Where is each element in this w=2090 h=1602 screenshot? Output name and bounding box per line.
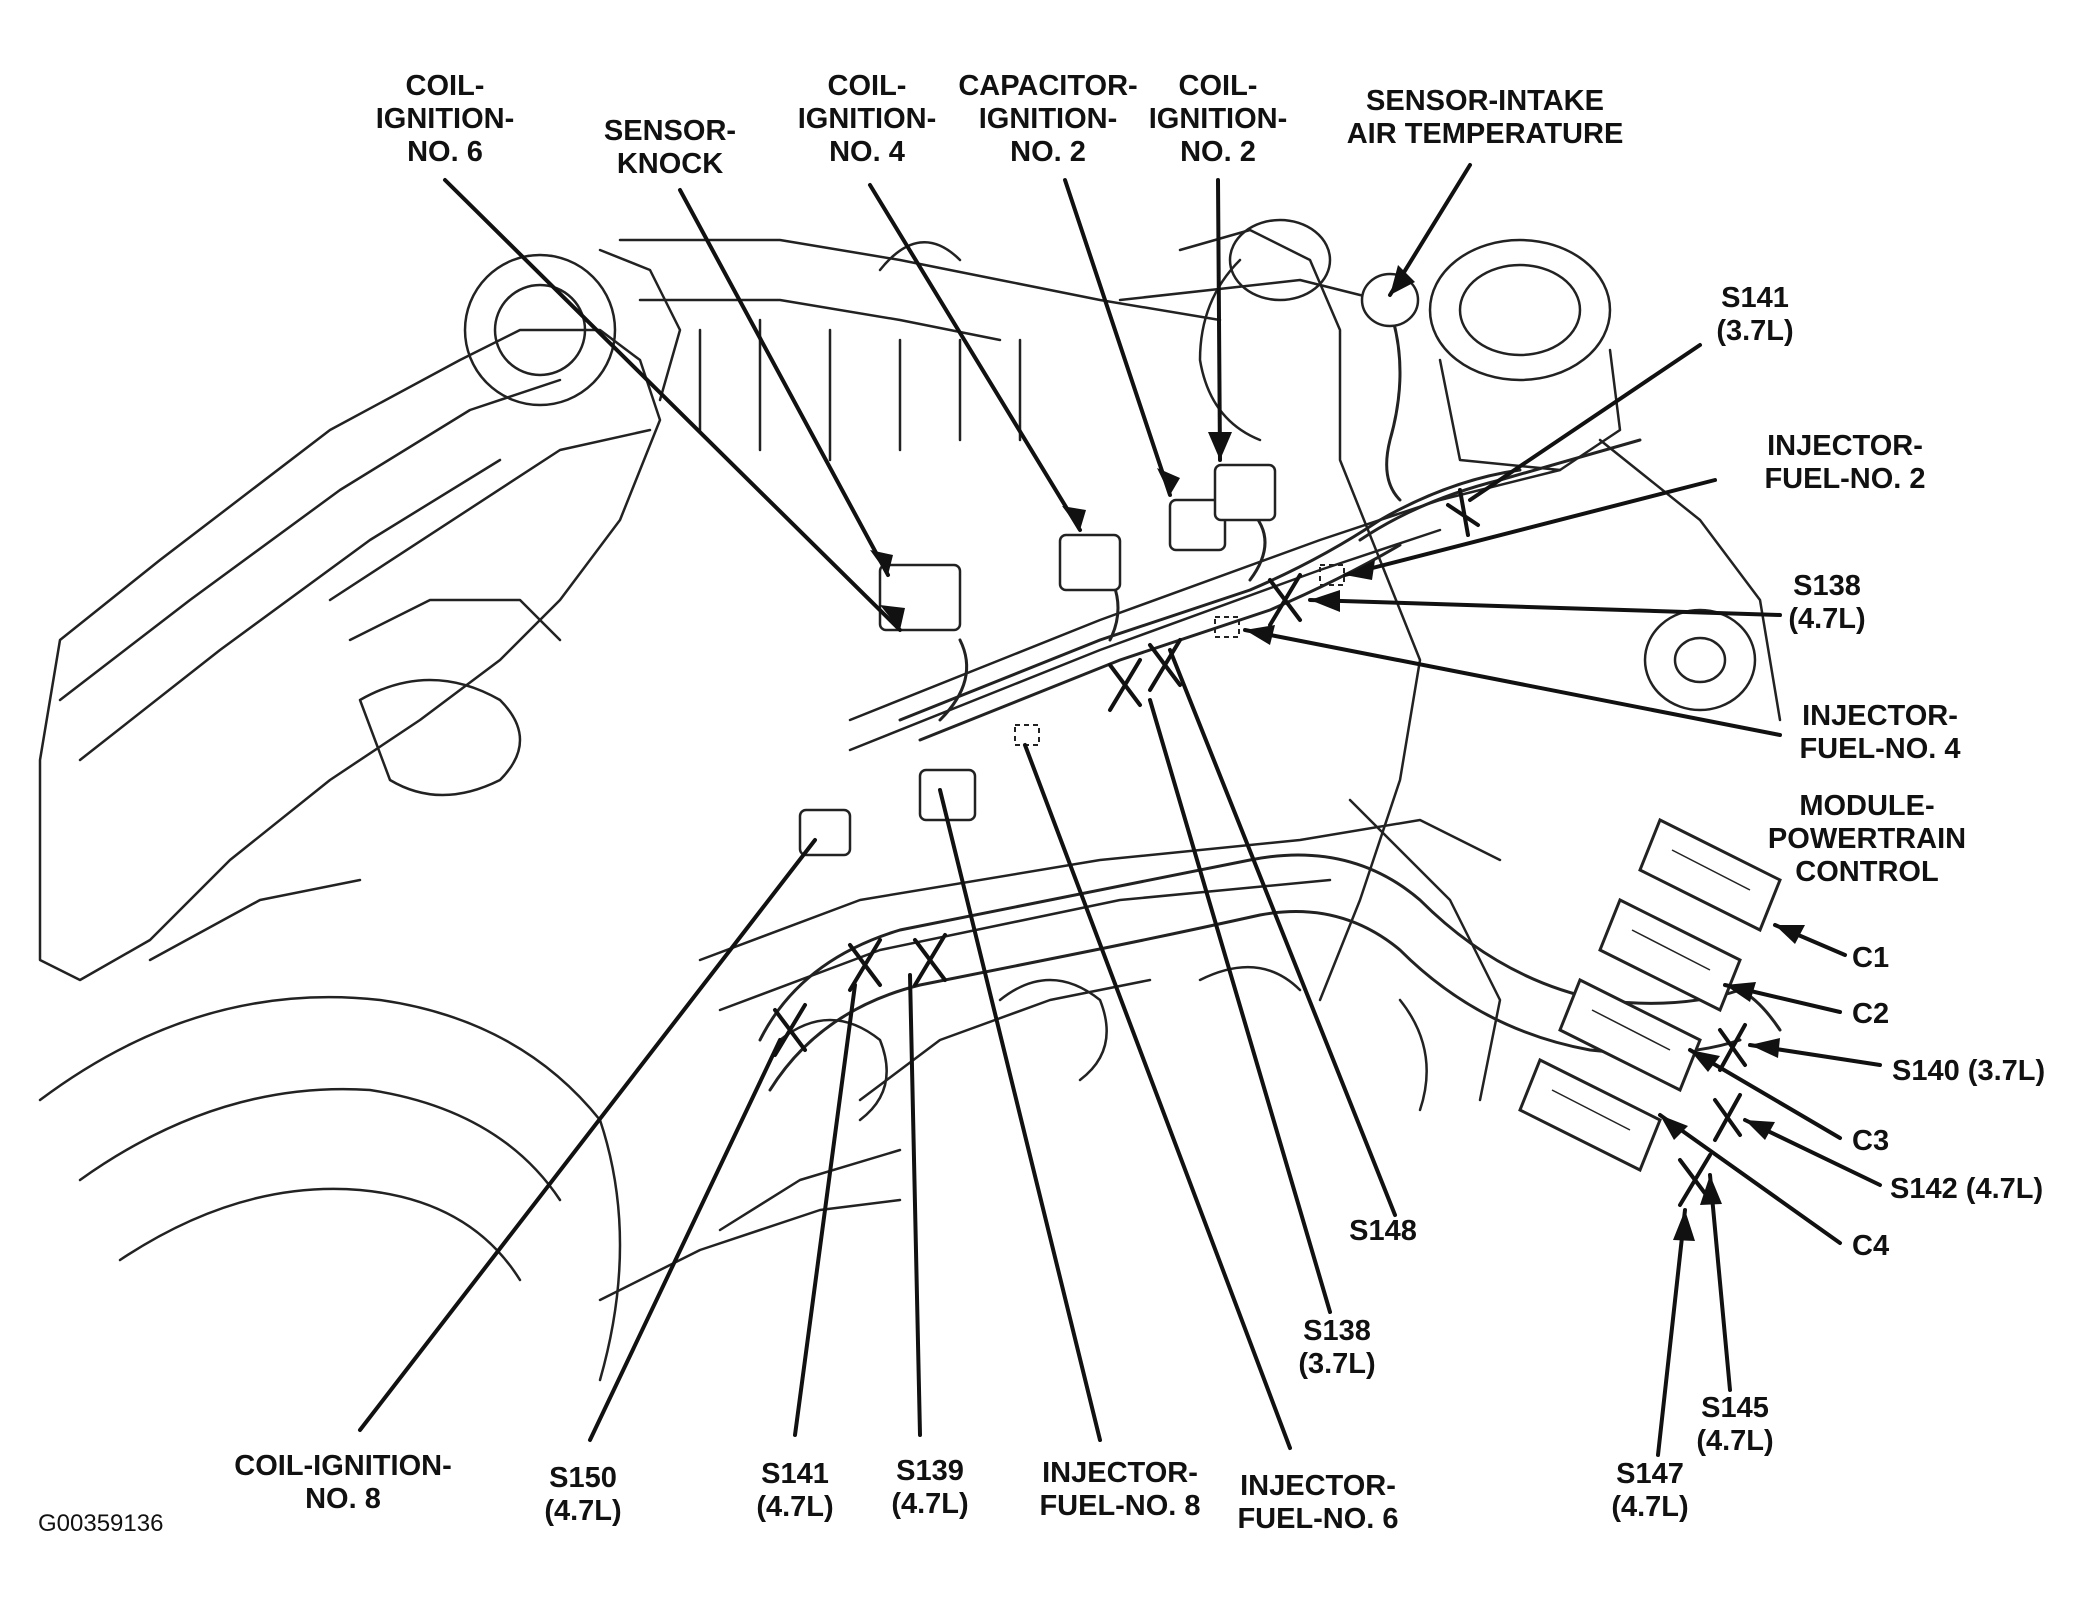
figure-code: G00359136 xyxy=(38,1510,164,1537)
label-injector-fuel-no-8: INJECTOR- FUEL-NO. 8 xyxy=(1039,1457,1201,1522)
label-s138-3-7l: S138 (3.7L) xyxy=(1298,1315,1376,1380)
leader-s147-47 xyxy=(1656,1208,1687,1457)
label-s141-3-7l: S141 (3.7L) xyxy=(1716,282,1794,347)
label-sensor-intake-air-temperature: SENSOR-INTAKE AIR TEMPERATURE xyxy=(1346,85,1624,150)
label-c2: C2 xyxy=(1852,998,1890,1030)
label-coil-ignition-no-6: COIL- IGNITION- NO. 6 xyxy=(375,70,515,168)
leader-injector-8 xyxy=(938,788,1102,1442)
label-c3: C3 xyxy=(1852,1125,1890,1157)
leader-capacitor-ign-2 xyxy=(1063,178,1172,497)
label-s142-4-7l: S142 (4.7L) xyxy=(1890,1173,2044,1205)
label-module-powertrain-control: MODULE- POWERTRAIN CONTROL xyxy=(1767,790,1967,888)
label-c4: C4 xyxy=(1852,1230,1890,1262)
leader-coil-ign-2 xyxy=(1216,178,1222,462)
leader-s141-47 xyxy=(793,983,857,1437)
leader-s139-47 xyxy=(908,973,922,1437)
leader-coil-ign-8 xyxy=(358,838,817,1432)
leader-s145-47 xyxy=(1708,1173,1732,1392)
leader-s150-47 xyxy=(588,1038,782,1442)
label-capacitor-ignition-no-2: CAPACITOR- IGNITION- NO. 2 xyxy=(958,70,1138,168)
leader-coil-ign-4 xyxy=(868,183,1082,532)
label-s138-4-7l: S138 (4.7L) xyxy=(1788,570,1866,635)
label-coil-ignition-no-8: COIL-IGNITION- NO. 8 xyxy=(234,1450,452,1515)
label-injector-fuel-no-4: INJECTOR- FUEL-NO. 4 xyxy=(1799,700,1961,765)
leader-s148 xyxy=(1168,648,1397,1217)
label-s150-4-7l: S150 (4.7L) xyxy=(544,1462,622,1527)
label-coil-ignition-no-2: COIL- IGNITION- NO. 2 xyxy=(1148,70,1288,168)
label-c1: C1 xyxy=(1852,942,1890,974)
leader-c4 xyxy=(1658,1113,1842,1245)
label-s140-3-7l: S140 (3.7L) xyxy=(1892,1055,2046,1087)
leader-c3 xyxy=(1688,1048,1842,1140)
leader-s141-37 xyxy=(1468,343,1702,502)
label-coil-ignition-no-4: COIL- IGNITION- NO. 4 xyxy=(797,70,937,168)
label-s141-4-7l: S141 (4.7L) xyxy=(756,1458,834,1523)
leader-injector-2 xyxy=(1343,478,1717,577)
leader-sensor-knock xyxy=(678,188,890,577)
label-injector-fuel-no-6: INJECTOR- FUEL-NO. 6 xyxy=(1237,1470,1399,1535)
leader-injector-6 xyxy=(1023,743,1292,1450)
label-s147-4-7l: S147 (4.7L) xyxy=(1611,1458,1689,1523)
leader-s138-37 xyxy=(1148,698,1332,1314)
label-s148: S148 xyxy=(1349,1215,1417,1247)
label-s145-4-7l: S145 (4.7L) xyxy=(1696,1392,1774,1457)
label-injector-fuel-no-2: INJECTOR- FUEL-NO. 2 xyxy=(1764,430,1926,495)
leader-injector-4 xyxy=(1243,628,1782,737)
label-s139-4-7l: S139 (4.7L) xyxy=(891,1455,969,1520)
label-sensor-knock: SENSOR- KNOCK xyxy=(603,115,737,180)
leader-coil-ign-6 xyxy=(443,178,902,632)
leader-s138-47 xyxy=(1308,598,1782,617)
